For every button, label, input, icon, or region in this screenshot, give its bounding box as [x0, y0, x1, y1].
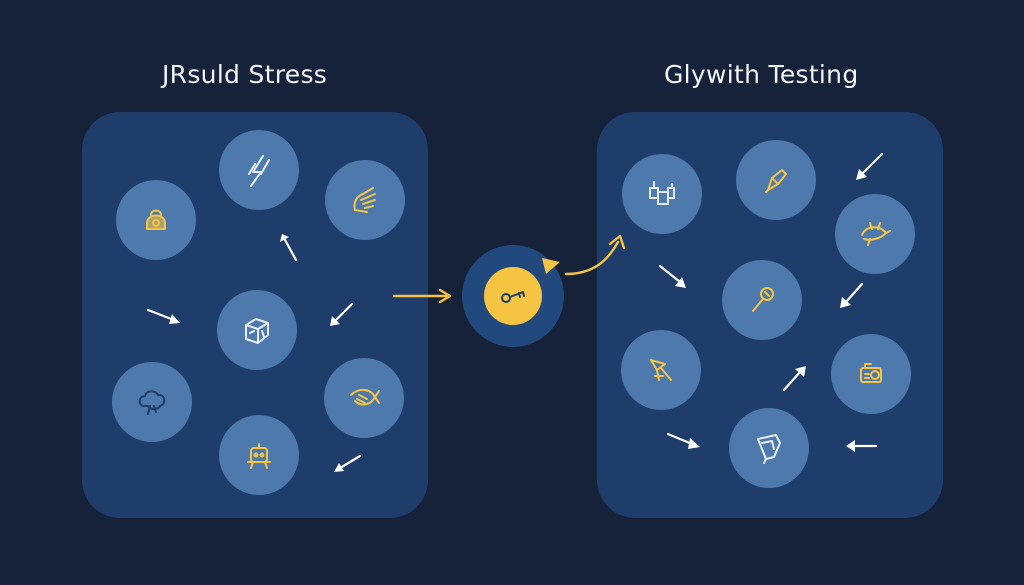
bird-icon — [861, 222, 891, 246]
right-arrow-left-down — [658, 264, 686, 288]
left-group-title: JRsuld Stress — [162, 60, 328, 89]
lightning-icon — [248, 155, 270, 187]
wrench-icon — [752, 287, 774, 312]
robot-icon — [247, 443, 271, 469]
hub-out-marker — [542, 258, 560, 274]
shield-icon — [757, 434, 781, 464]
hub-out-arrow — [564, 234, 626, 276]
hub-in-arrow — [392, 288, 452, 304]
fish-icon — [350, 389, 380, 406]
left-node-robot — [219, 415, 299, 495]
blocks-icon — [649, 181, 675, 205]
brush-icon — [765, 169, 787, 193]
right-node-machine — [831, 334, 911, 414]
left-node-helmet — [116, 180, 196, 260]
right-node-bird — [835, 194, 915, 274]
left-node-cube — [217, 290, 297, 370]
left-arrow-bottom — [334, 454, 362, 472]
right-node-blocks — [622, 154, 702, 234]
right-node-wrench — [722, 260, 802, 340]
left-node-fish — [324, 358, 404, 438]
helmet-icon — [146, 209, 166, 230]
right-arrow-top — [856, 152, 884, 180]
cube-icon — [245, 318, 269, 344]
left-node-hand — [325, 160, 405, 240]
cloud-head-icon — [138, 390, 166, 415]
right-node-brush — [736, 140, 816, 220]
right-node-shield — [729, 408, 809, 488]
machine-icon — [860, 363, 882, 383]
tools-icon — [650, 359, 672, 381]
left-arrow-right — [146, 308, 180, 324]
right-arrow-mid — [840, 282, 864, 308]
hub-node — [462, 245, 564, 347]
right-group-title: Glywith Testing — [664, 60, 859, 89]
right-arrow-bottom-left — [666, 432, 700, 449]
hub-inner-circle — [484, 267, 542, 325]
right-arrow-up — [782, 366, 806, 392]
left-node-lightning — [219, 130, 299, 210]
key-icon — [501, 291, 525, 303]
left-arrow-up — [280, 234, 298, 262]
right-arrow-bottom-right — [846, 440, 878, 452]
left-arrow-down-left — [330, 302, 354, 326]
left-node-cloud-head — [112, 362, 192, 442]
hand-icon — [353, 187, 376, 213]
right-node-tools — [621, 330, 701, 410]
